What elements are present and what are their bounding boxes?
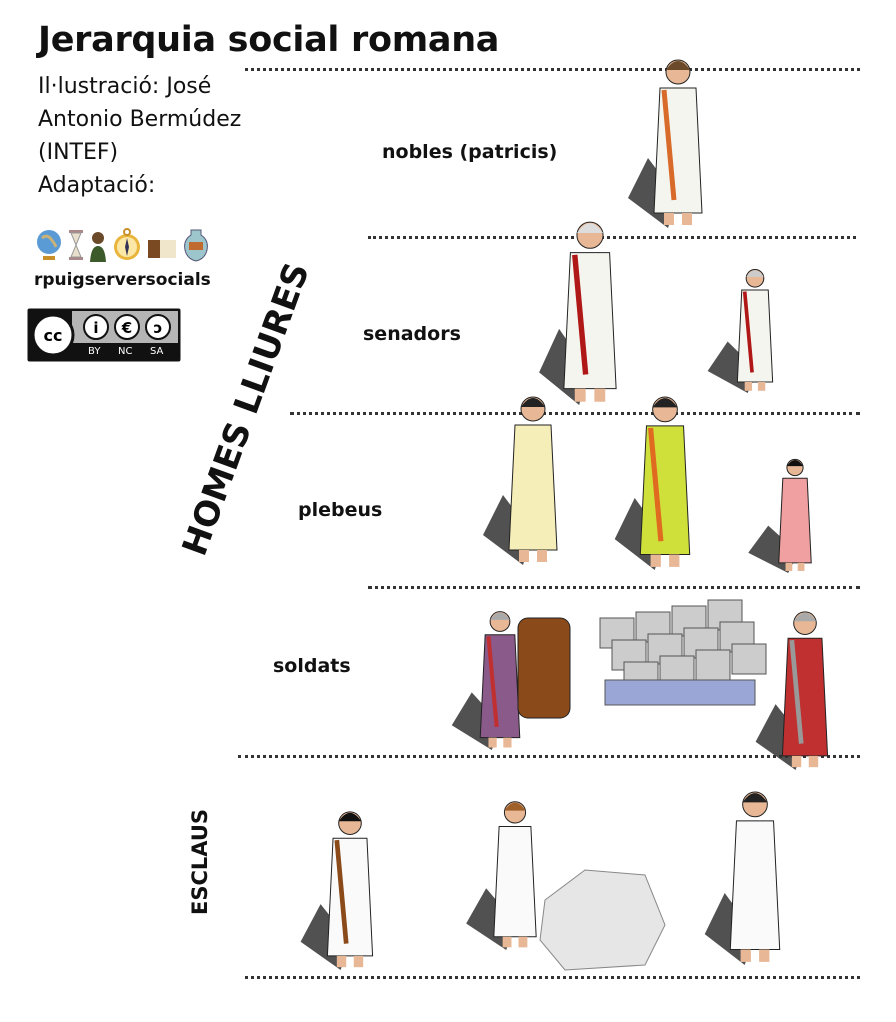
shield-icon xyxy=(517,617,571,719)
class-label-senadors: senadors xyxy=(363,323,461,345)
book-icon xyxy=(148,240,176,258)
testudo-formation xyxy=(599,599,767,706)
cc-by-nc-sa-badge[interactable]: cc i € ↄ BY NC SA xyxy=(27,308,181,362)
divider xyxy=(368,236,856,239)
svg-text:ↄ: ↄ xyxy=(154,319,163,337)
soldier-centurion-figure xyxy=(755,611,829,770)
slave-woman-figure xyxy=(300,811,374,970)
divider xyxy=(290,412,860,415)
svg-text:€: € xyxy=(121,319,132,337)
slave-carrier-figure xyxy=(704,791,781,965)
portrait-icon xyxy=(90,232,106,262)
plebeian-woman-figure xyxy=(614,396,691,570)
divider xyxy=(368,586,860,589)
class-label-nobles: nobles (patricis) xyxy=(382,141,558,163)
credit-line: Il·lustració: José xyxy=(38,74,212,99)
page-title: Jerarquia social romana xyxy=(38,20,500,60)
hourglass-icon xyxy=(69,230,83,260)
amphora-icon xyxy=(184,229,208,262)
cc-license-icon: cc i € ↄ xyxy=(28,309,180,361)
brand-icons xyxy=(34,228,210,262)
divider xyxy=(245,68,860,71)
globe-icon xyxy=(37,230,61,260)
svg-text:i: i xyxy=(93,319,98,337)
plebeian-girl-figure xyxy=(748,458,812,573)
credit-line: Adaptació: xyxy=(38,173,156,198)
class-label-plebeus: plebeus xyxy=(298,499,383,521)
divider xyxy=(245,976,860,979)
credit-line: (INTEF) xyxy=(38,140,119,165)
soldier-shield-figure xyxy=(451,611,521,750)
patrician-figure xyxy=(628,59,703,228)
plebeian-man-figure xyxy=(483,396,558,565)
credit-line: Antonio Bermúdez xyxy=(38,107,242,132)
divider xyxy=(238,755,860,758)
compass-icon xyxy=(114,228,140,260)
svg-text:cc: cc xyxy=(44,326,63,345)
cc-nc: NC xyxy=(118,346,133,357)
slave-hammer-figure xyxy=(466,801,537,950)
class-label-soldats: soldats xyxy=(273,655,351,677)
credits: Il·lustració: José Antonio Bermúdez (INT… xyxy=(38,70,288,202)
senator-standing-figure xyxy=(539,221,617,405)
rock-icon xyxy=(539,869,666,971)
brand-name: rpuigserversocials xyxy=(34,270,211,290)
senator-seated-figure xyxy=(707,268,774,393)
cc-sa: SA xyxy=(150,346,164,357)
cc-by: BY xyxy=(88,346,101,357)
